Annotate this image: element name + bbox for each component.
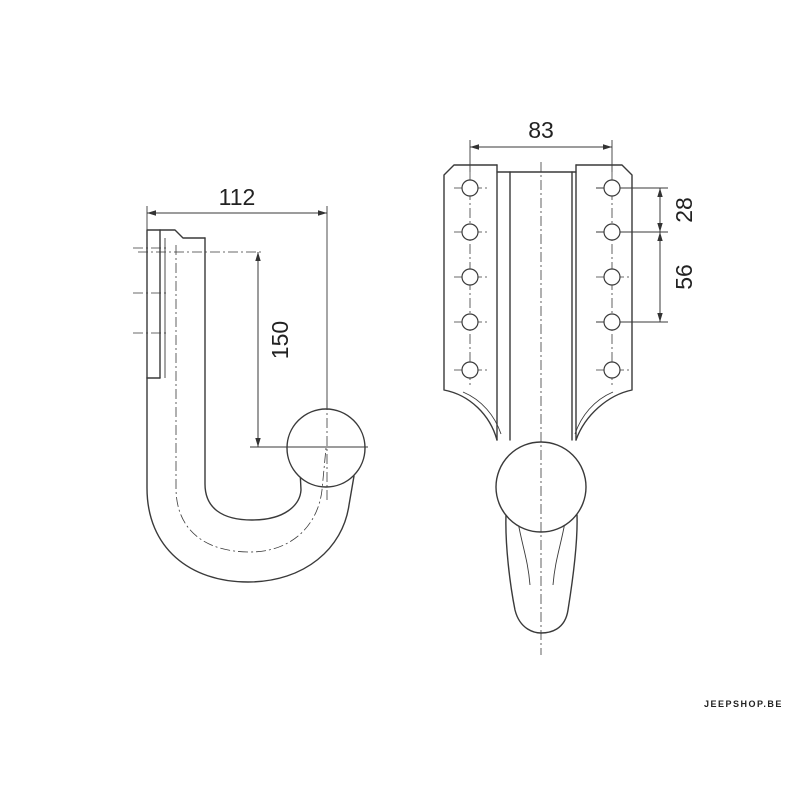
bolt-hole xyxy=(461,223,479,241)
neck-outline xyxy=(505,514,578,634)
dimension-label-width: 112 xyxy=(219,184,256,210)
dimension-28: 28 xyxy=(657,188,697,232)
hook-arm-outer-edge xyxy=(146,377,355,583)
mounting-plate-side xyxy=(133,229,206,379)
dimension-label-hole-span: 56 xyxy=(671,264,697,290)
bolt-hole xyxy=(603,313,621,331)
ball-neck-front xyxy=(505,514,578,634)
bolt-hole xyxy=(461,179,479,197)
right-flange-bevel xyxy=(574,391,614,435)
dimension-83: 83 xyxy=(470,117,612,150)
dimension-112: 112 xyxy=(146,184,328,408)
bolt-hole xyxy=(603,179,621,197)
central-bar xyxy=(496,171,577,441)
right-flange-outline xyxy=(575,164,633,441)
bolt-hole xyxy=(461,268,479,286)
hook-arm-inner-edge xyxy=(204,237,302,521)
neck-inner-edge xyxy=(517,521,531,586)
bolt-hole xyxy=(603,268,621,286)
right-bolt-holes xyxy=(603,179,621,379)
dimension-150: 150 xyxy=(255,252,293,447)
bolt-hole xyxy=(461,313,479,331)
neck-inner-edge xyxy=(552,521,566,586)
left-bolt-holes xyxy=(461,179,479,379)
dimension-label-height: 150 xyxy=(267,321,293,359)
bolt-hole xyxy=(603,223,621,241)
left-flange xyxy=(443,164,502,441)
bolt-hole xyxy=(461,361,479,379)
side-view: 112 150 xyxy=(133,184,368,583)
right-flange xyxy=(574,164,633,441)
hook-centerline xyxy=(175,245,327,553)
front-view: 83 28 56 xyxy=(443,117,697,655)
dimension-label-hole-pitch: 28 xyxy=(671,197,697,223)
plate-outline xyxy=(146,229,206,379)
dimension-56: 56 xyxy=(657,232,697,322)
bolt-hole xyxy=(603,361,621,379)
left-flange-outline xyxy=(443,164,498,441)
watermark-logo: JEEPSHOP.BE xyxy=(704,699,783,709)
dimension-label-hole-spread: 83 xyxy=(528,117,554,143)
left-flange-bevel xyxy=(462,391,502,435)
